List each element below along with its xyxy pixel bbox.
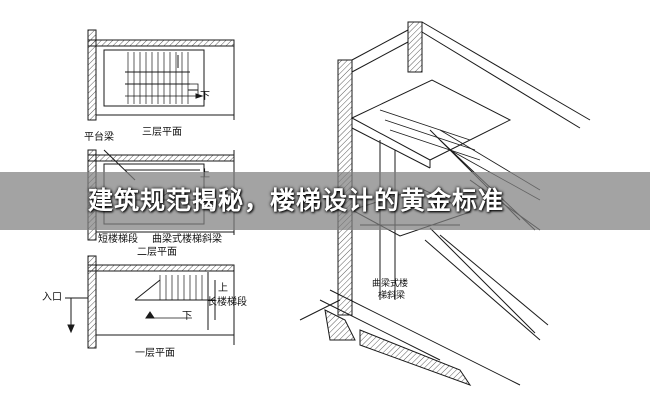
banner-title: 建筑规范揭秘，楼梯设计的黄金标准 — [88, 186, 505, 215]
up-label-1f: 上 — [218, 283, 228, 294]
platform-beam-label: 平台梁 — [84, 132, 114, 143]
curved-beam-stringer-label: 曲梁式楼梯斜梁 — [152, 234, 222, 245]
first-floor-plan-label: 一层平面 — [135, 348, 175, 359]
long-flight-label: 长楼梯段 — [207, 297, 247, 308]
first-floor-plan — [65, 255, 235, 349]
short-flight-label: 短楼梯段 — [98, 234, 138, 245]
second-floor-plan-label: 二层平面 — [137, 247, 177, 258]
down-label-1f: 下 — [182, 311, 192, 322]
third-floor-plan — [87, 29, 235, 121]
curved-beam-3d-label-line1: 曲梁式楼 — [372, 279, 409, 289]
title-banner — [0, 172, 650, 230]
down-label-3f: 下 — [200, 91, 210, 102]
entrance-label: 入口 — [42, 292, 62, 303]
third-floor-plan-label: 三层平面 — [142, 127, 182, 138]
curved-beam-3d-label-line2: 梯斜梁 — [378, 291, 406, 301]
